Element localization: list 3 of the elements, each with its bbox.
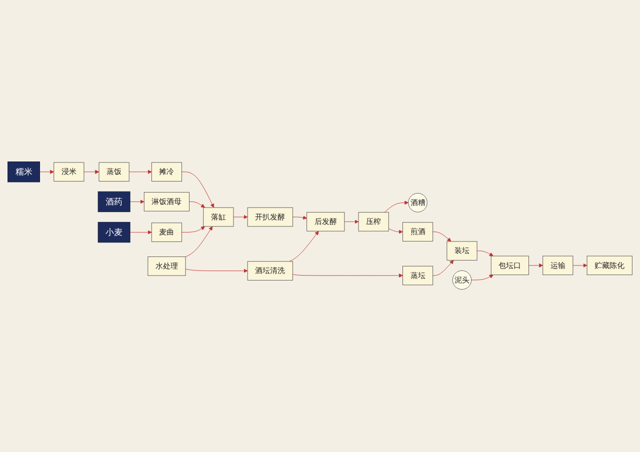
node-box: 小麦 [98,222,130,244]
node-box: 糯米 [8,162,40,183]
node-box: 酒药 [98,192,130,212]
